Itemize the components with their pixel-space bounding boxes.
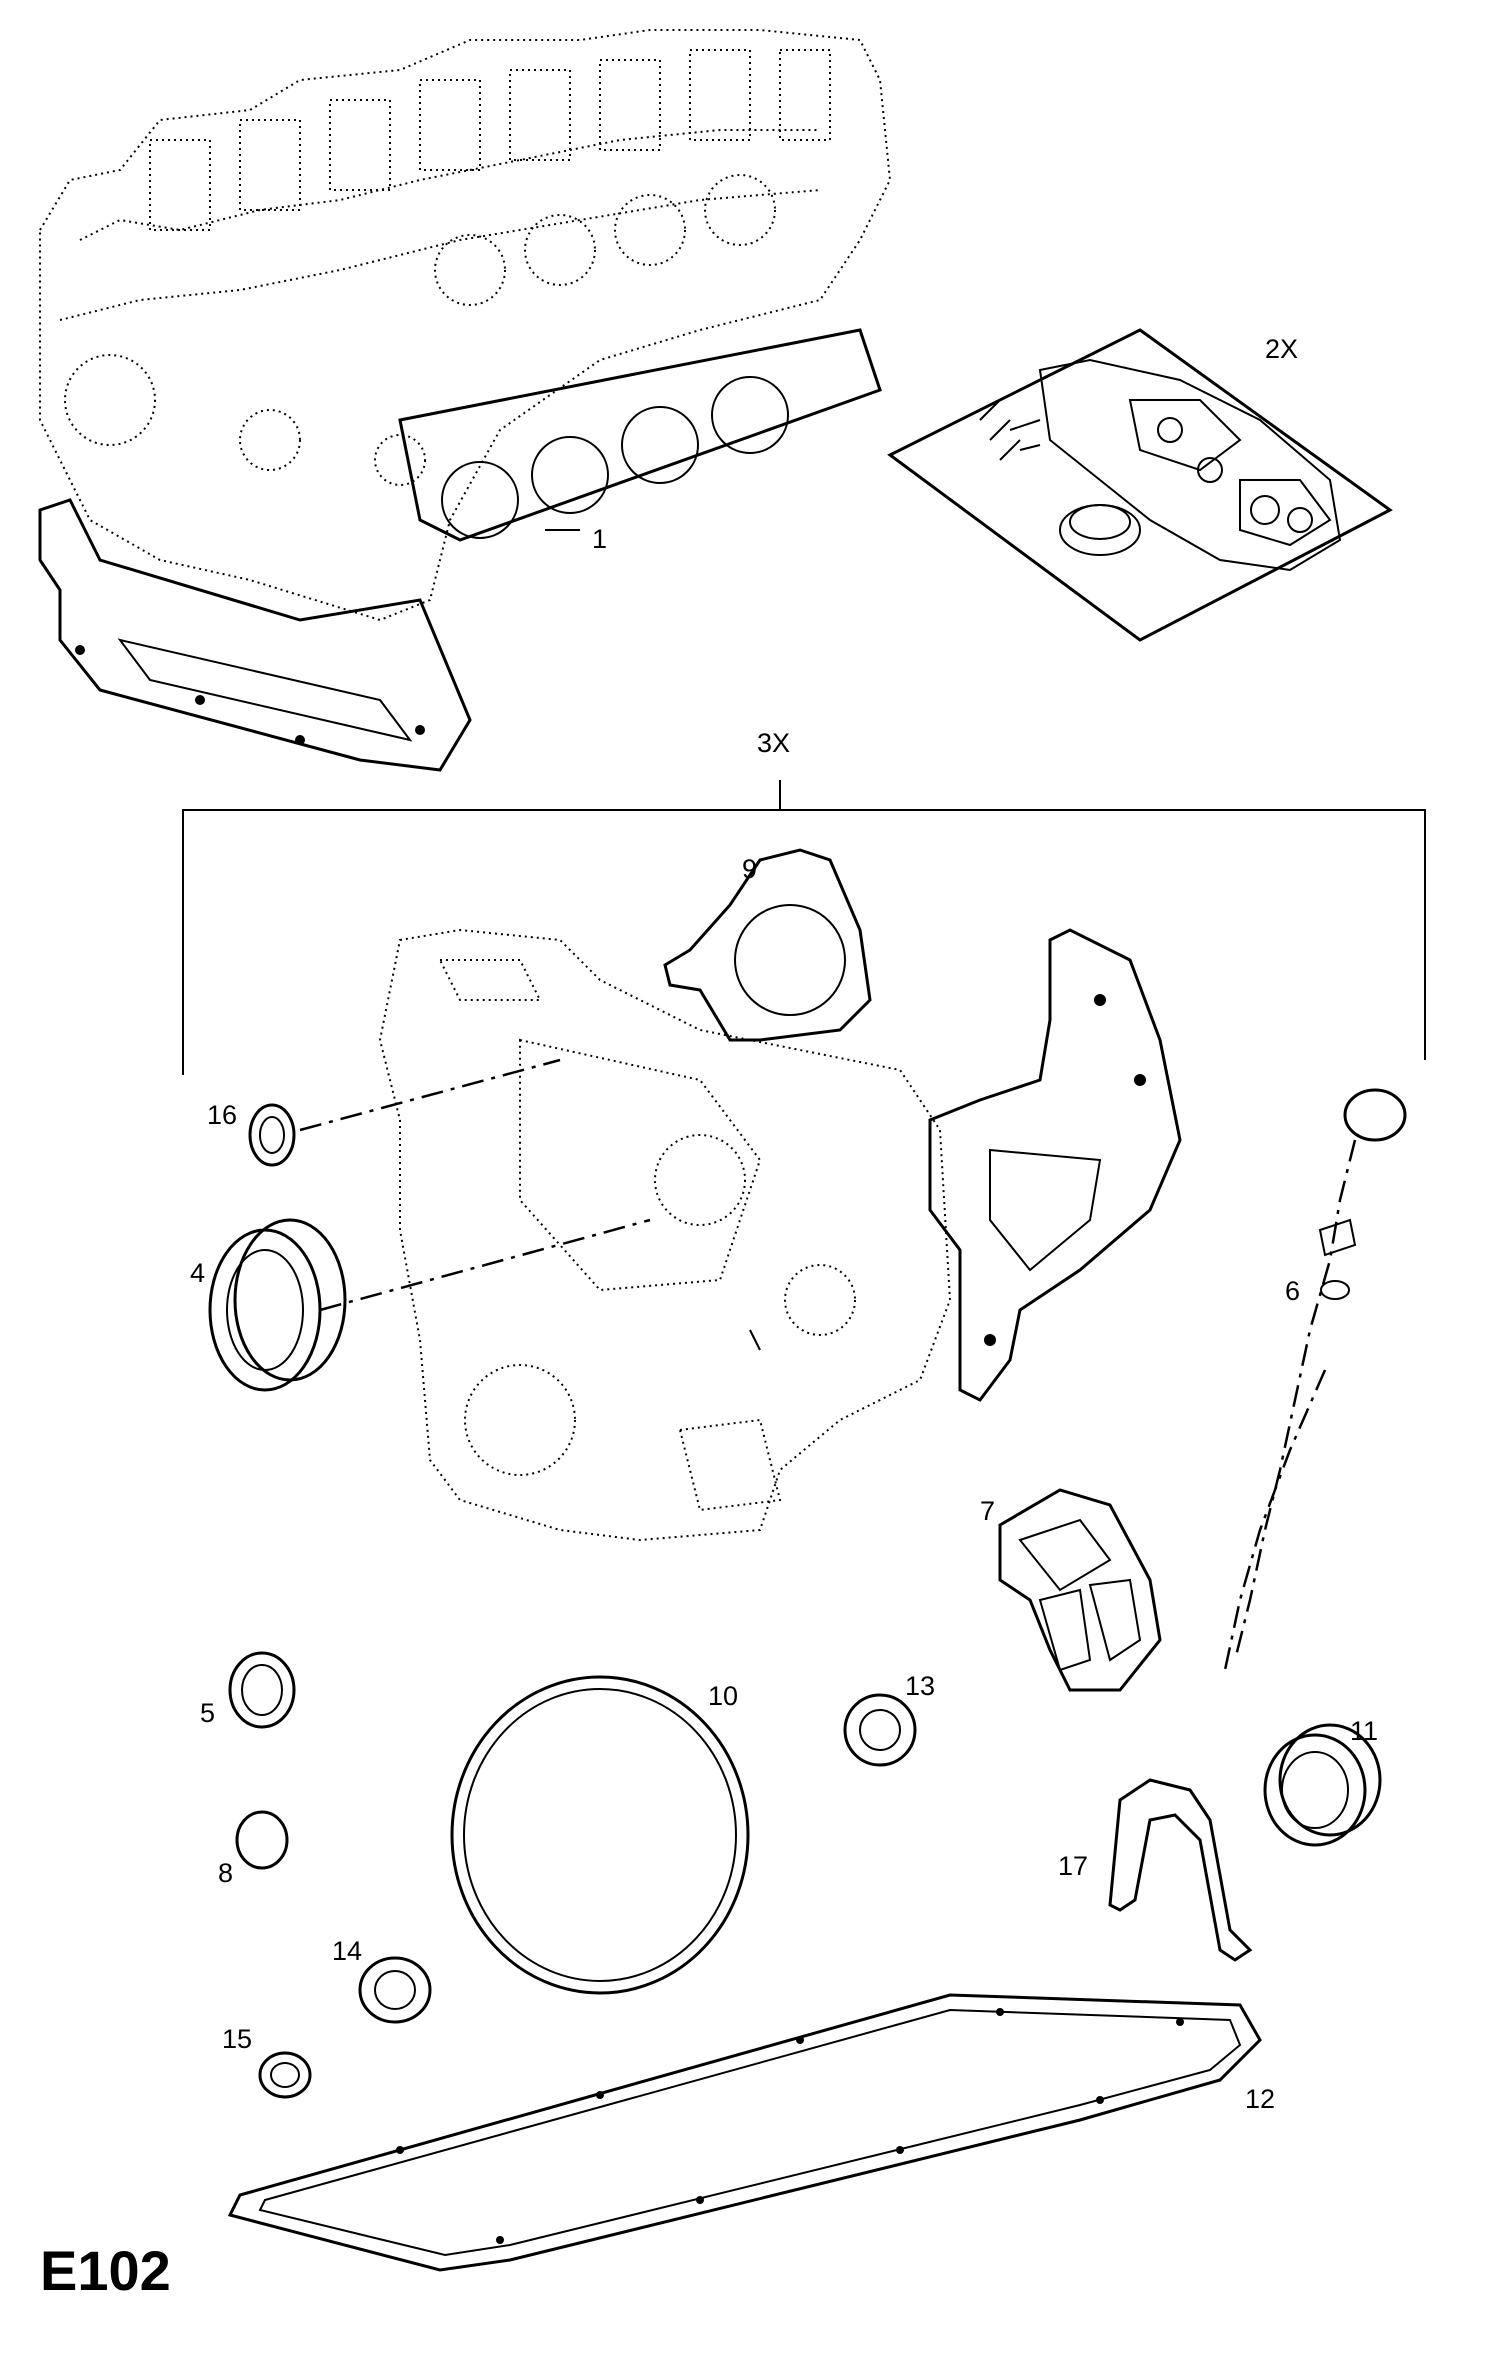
oil-filter-gasket-7 [998, 1488, 1162, 1692]
callout-15: 15 [222, 2024, 252, 2054]
callout-11: 11 [1350, 1716, 1378, 1746]
seal-5 [228, 1651, 296, 1729]
seal-16 [248, 1103, 296, 1167]
callout-7: 7 [980, 1496, 995, 1526]
callout-13: 13 [905, 1671, 935, 1701]
callout-14: 14 [332, 1936, 362, 1966]
rear-crankshaft-seal-11 [1263, 1723, 1382, 1847]
callout-3x: 3X [757, 728, 790, 758]
callout-4: 4 [190, 1258, 205, 1288]
callout-16: 16 [207, 1100, 237, 1130]
seal-15 [258, 2051, 312, 2099]
callout-5: 5 [200, 1698, 215, 1728]
oil-pan-gasket-12 [227, 1993, 1262, 2272]
gasket-kit-2x [887, 328, 1393, 642]
manifold-gasket [38, 498, 472, 772]
seal-14 [358, 1956, 432, 2024]
callout-10: 10 [708, 1681, 738, 1711]
dipstick-tube [1223, 1088, 1407, 1671]
seal-13 [843, 1693, 917, 1767]
o-ring-10 [450, 1675, 750, 1995]
timing-cover-gasket [663, 848, 872, 1042]
head-gasket [398, 328, 882, 542]
callout-8: 8 [218, 1858, 233, 1888]
crankshaft-front-seal-4 [208, 1218, 347, 1392]
o-ring-8 [235, 1810, 289, 1870]
callout-9: 9 [742, 854, 757, 884]
callout-1: 1 [592, 524, 607, 554]
kit-bracket-3x [182, 780, 1426, 1075]
callout-2x: 2X [1265, 334, 1298, 364]
rear-seal-housing-gasket-17 [1108, 1778, 1253, 1962]
callout-17: 17 [1058, 1851, 1088, 1881]
callout-12: 12 [1245, 2084, 1275, 2114]
engine-block-illustration [378, 928, 952, 1542]
callout-6: 6 [1285, 1276, 1300, 1306]
cylinder-head-illustration [39, 29, 892, 622]
diagram-code: E102 [40, 2239, 171, 2302]
front-cover-gasket [928, 928, 1182, 1402]
